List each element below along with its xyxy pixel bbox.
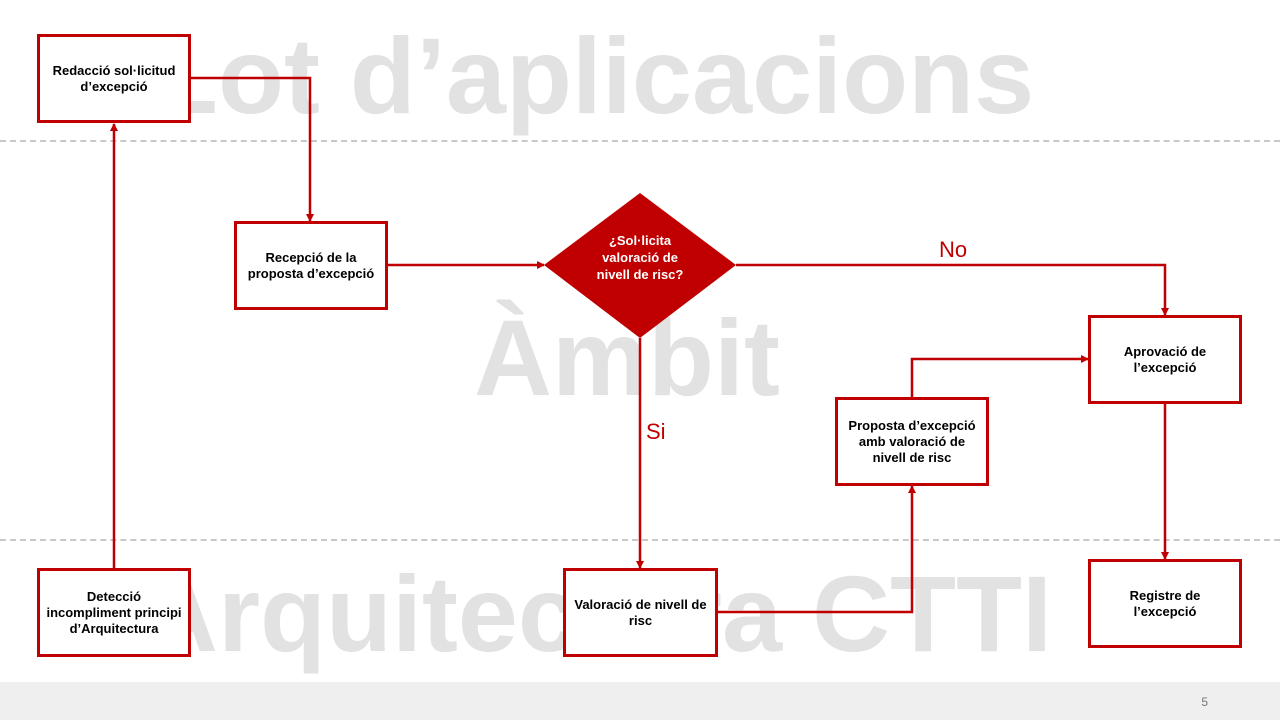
page-number: 5 — [1201, 695, 1208, 709]
arrow-valoracio-to-proposta — [717, 485, 916, 614]
node-proposta-valoracio: Proposta d’excepció amb valoració de niv… — [835, 397, 989, 486]
node-recepcio-label: Recepció de la proposta d’excepció — [247, 249, 375, 281]
arrow-proposta-to-aprovacio — [910, 355, 1089, 398]
node-registre-excepcio: Registre de l’excepció — [1088, 559, 1242, 648]
branch-label-si: Si — [646, 419, 666, 444]
arrow-redaccio-to-recepcio — [190, 76, 314, 222]
footer-bar: 5 — [0, 682, 1280, 720]
node-proposta-label: Proposta d’excepció amb valoració de niv… — [848, 417, 976, 465]
node-registre-label: Registre de l’excepció — [1129, 587, 1201, 619]
branch-label-no: No — [939, 237, 968, 262]
lane-label-aplicacions: Lot d’aplicacions — [152, 15, 1035, 136]
arrow-decisio-no-to-aprovacio — [736, 263, 1169, 316]
node-valoracio-label: Valoració de nivell de risc — [574, 596, 707, 628]
node-recepcio-proposta: Recepció de la proposta d’excepció — [234, 221, 388, 310]
node-deteccio-incompliment: Detecció incompliment principi d’Arquite… — [37, 568, 191, 657]
node-aprovacio-label: Aprovació de l’excepció — [1123, 343, 1207, 375]
node-aprovacio-excepcio: Aprovació de l’excepció — [1088, 315, 1242, 404]
node-valoracio-risc: Valoració de nivell de risc — [563, 568, 718, 657]
lane-divider-top — [0, 140, 1280, 142]
node-deteccio-label: Detecció incompliment principi d’Arquite… — [46, 588, 182, 636]
node-redaccio-sollicitud: Redacció sol·licitud d’excepció — [37, 34, 191, 123]
node-redaccio-label: Redacció sol·licitud d’excepció — [52, 62, 176, 94]
decision-label: ¿Sol·licita valoració de nivell de risc? — [596, 233, 684, 282]
decision-diamond — [544, 193, 736, 338]
